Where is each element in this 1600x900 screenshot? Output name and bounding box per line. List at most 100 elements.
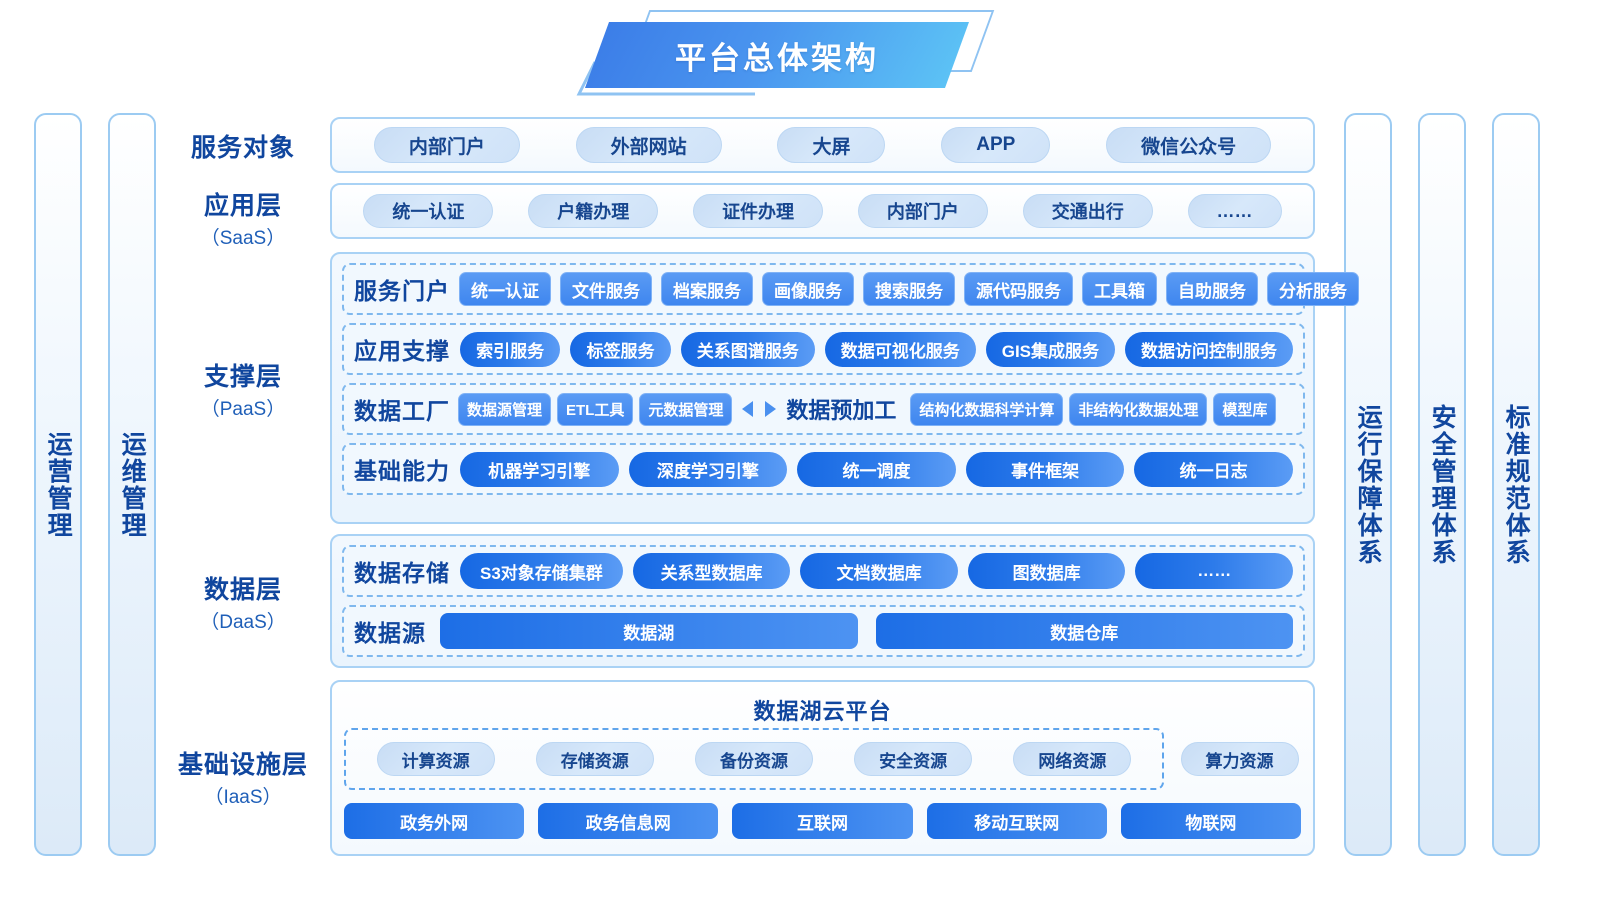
app-layer-pill-2[interactable]: 证件办理 xyxy=(693,194,824,228)
service-object-pill-2[interactable]: 大屏 xyxy=(777,127,886,163)
app-support-label: 应用支撑 xyxy=(354,338,450,364)
service-portal-label: 服务门户 xyxy=(354,278,450,304)
data-storage-row: 数据存储 S3对象存储集群关系型数据库文档数据库图数据库…… xyxy=(342,545,1305,597)
sidebar-label: 标准规范体系 xyxy=(1502,403,1531,566)
iaas-resource-pill-2[interactable]: 备份资源 xyxy=(694,742,813,776)
data-storage-pill-3[interactable]: 图数据库 xyxy=(967,553,1126,589)
base-capability-pill-2[interactable]: 统一调度 xyxy=(797,451,956,487)
data-storage-pill-0[interactable]: S3对象存储集群 xyxy=(460,553,623,589)
iaas-network-pill-3[interactable]: 移动互联网 xyxy=(926,803,1107,839)
iaas-network-pill-2[interactable]: 互联网 xyxy=(732,803,913,839)
iaas-panel: 数据湖云平台 计算资源 存储资源 备份资源 安全资源 网络资源 算力资源 政务外网政务信… xyxy=(330,680,1315,856)
service-object-pill-0[interactable]: 内部门户 xyxy=(373,127,520,163)
service-portal-chip-3[interactable]: 画像服务 xyxy=(762,272,854,306)
app-support-pill-4[interactable]: GIS集成服务 xyxy=(985,331,1116,367)
data-factory-label: 数据工厂 xyxy=(354,398,450,424)
iaas-network-pill-4[interactable]: 物联网 xyxy=(1120,803,1302,839)
iaas-extra-resource-pill-0[interactable]: 算力资源 xyxy=(1180,742,1299,776)
iaas-resource-pill-1[interactable]: 存储资源 xyxy=(535,742,654,776)
app-support-pill-5[interactable]: 数据访问控制服务 xyxy=(1125,331,1294,367)
data-storage-pill-2[interactable]: 文档数据库 xyxy=(800,553,958,589)
iaas-resource-pill-4[interactable]: 网络资源 xyxy=(1013,742,1132,776)
layer-caption-sub: （PaaS） xyxy=(200,399,286,420)
app-layer-pill-1[interactable]: 户籍办理 xyxy=(528,194,659,228)
app-layer-pill-0[interactable]: 统一认证 xyxy=(363,194,494,228)
layer-caption-sub: （IaaS） xyxy=(204,787,282,808)
app-support-pill-2[interactable]: 关系图谱服务 xyxy=(680,331,815,367)
service-object-pill-4[interactable]: 微信公众号 xyxy=(1106,127,1272,163)
layer-caption-main: 数据层 xyxy=(203,576,282,604)
app-support-pill-1[interactable]: 标签服务 xyxy=(570,331,671,367)
service-portal-chip-8[interactable]: 分析服务 xyxy=(1267,272,1359,306)
data-storage-pill-4[interactable]: …… xyxy=(1135,553,1293,589)
cloud-platform-title: 数据湖云平台 xyxy=(753,699,892,724)
layer-caption-main: 支撑层 xyxy=(203,363,282,391)
bidirectional-arrow-icon xyxy=(740,398,778,420)
sidebar-operation-assurance-system[interactable]: 运行保障体系 xyxy=(1344,113,1392,856)
data-source-row: 数据源 数据湖数据仓库 xyxy=(342,605,1305,657)
layer-caption-iaas: 基础设施层 （IaaS） xyxy=(148,745,338,809)
base-capability-row: 基础能力 机器学习引擎深度学习引擎统一调度事件框架统一日志 xyxy=(342,443,1305,495)
data-preprocessing-label: 数据预加工 xyxy=(786,398,897,423)
data-storage-pill-1[interactable]: 关系型数据库 xyxy=(632,553,791,589)
paas-panel: 服务门户 统一认证文件服务档案服务画像服务搜索服务源代码服务工具箱自助服务分析服… xyxy=(330,252,1359,524)
app-support-pill-3[interactable]: 数据可视化服务 xyxy=(824,331,976,367)
iaas-network-pill-0[interactable]: 政务外网 xyxy=(344,803,525,839)
base-capability-pill-0[interactable]: 机器学习引擎 xyxy=(460,451,619,487)
layer-caption-paas: 支撑层 （PaaS） xyxy=(168,357,318,421)
base-capability-label: 基础能力 xyxy=(354,458,450,484)
title-banner: 平台总体架构 xyxy=(575,8,1005,104)
service-object-panel: 内部门户 外部网站 大屏 APP 微信公众号 xyxy=(330,117,1315,173)
service-portal-chip-0[interactable]: 统一认证 xyxy=(459,272,551,306)
data-factory-right-chip-0[interactable]: 结构化数据科学计算 xyxy=(910,392,1064,426)
base-capability-pill-4[interactable]: 统一日志 xyxy=(1134,451,1293,487)
data-source-pill-1[interactable]: 数据仓库 xyxy=(875,613,1293,649)
sidebar-label: 运营管理 xyxy=(44,430,73,539)
layer-caption-main: 服务对象 xyxy=(190,134,295,162)
layer-caption-service-object: 服务对象 xyxy=(168,128,318,164)
service-portal-chip-4[interactable]: 搜索服务 xyxy=(863,272,955,306)
sidebar-operations-management[interactable]: 运营管理 xyxy=(34,113,82,856)
sidebar-label: 安全管理体系 xyxy=(1428,403,1457,566)
data-factory-left-chip-0[interactable]: 数据源管理 xyxy=(458,392,552,426)
app-support-pill-0[interactable]: 索引服务 xyxy=(460,331,561,367)
sidebar-label: 运行保障体系 xyxy=(1354,403,1383,566)
layer-caption-sub: （SaaS） xyxy=(200,228,286,249)
app-layer-panel: 统一认证户籍办理证件办理内部门户交通出行 …… xyxy=(330,183,1315,239)
app-layer-pill-3[interactable]: 内部门户 xyxy=(857,194,988,228)
service-object-pill-3[interactable]: APP xyxy=(941,127,1051,163)
layer-caption-main: 应用层 xyxy=(203,192,282,220)
iaas-resources-dashed-box xyxy=(344,728,1164,790)
layer-caption-daas: 数据层 （DaaS） xyxy=(168,570,318,634)
sidebar-security-management-system[interactable]: 安全管理体系 xyxy=(1418,113,1466,856)
service-portal-chip-1[interactable]: 文件服务 xyxy=(560,272,652,306)
data-source-label: 数据源 xyxy=(354,620,426,646)
base-capability-pill-3[interactable]: 事件框架 xyxy=(965,451,1125,487)
page-title: 平台总体架构 xyxy=(675,40,879,76)
sidebar-standards-specification-system[interactable]: 标准规范体系 xyxy=(1492,113,1540,856)
layer-caption-sub: （DaaS） xyxy=(200,612,286,633)
base-capability-pill-1[interactable]: 深度学习引擎 xyxy=(628,451,788,487)
layer-caption-saas: 应用层 （SaaS） xyxy=(168,186,318,250)
service-portal-chip-7[interactable]: 自助服务 xyxy=(1166,272,1258,306)
service-portal-chip-5[interactable]: 源代码服务 xyxy=(964,272,1073,306)
sidebar-maintenance-management[interactable]: 运维管理 xyxy=(108,113,156,856)
data-factory-right-chip-1[interactable]: 非结构化数据处理 xyxy=(1069,392,1208,426)
sidebar-label: 运维管理 xyxy=(118,430,147,539)
daas-panel: 数据存储 S3对象存储集群关系型数据库文档数据库图数据库…… 数据源 数据湖数据… xyxy=(330,534,1315,668)
data-factory-right-chip-2[interactable]: 模型库 xyxy=(1213,392,1277,426)
data-factory-left-chip-2[interactable]: 元数据管理 xyxy=(639,392,733,426)
app-layer-pill-5[interactable]: …… xyxy=(1187,194,1282,228)
iaas-resource-pill-0[interactable]: 计算资源 xyxy=(376,742,495,776)
data-source-pill-0[interactable]: 数据湖 xyxy=(440,613,858,649)
iaas-resource-pill-3[interactable]: 安全资源 xyxy=(854,742,973,776)
data-storage-label: 数据存储 xyxy=(354,560,450,586)
service-portal-chip-6[interactable]: 工具箱 xyxy=(1082,272,1157,306)
service-portal-chip-2[interactable]: 档案服务 xyxy=(661,272,753,306)
iaas-network-pill-1[interactable]: 政务信息网 xyxy=(538,803,719,839)
app-layer-pill-4[interactable]: 交通出行 xyxy=(1022,194,1153,228)
data-factory-left-chip-1[interactable]: ETL工具 xyxy=(557,392,634,426)
service-object-pill-1[interactable]: 外部网站 xyxy=(575,127,722,163)
